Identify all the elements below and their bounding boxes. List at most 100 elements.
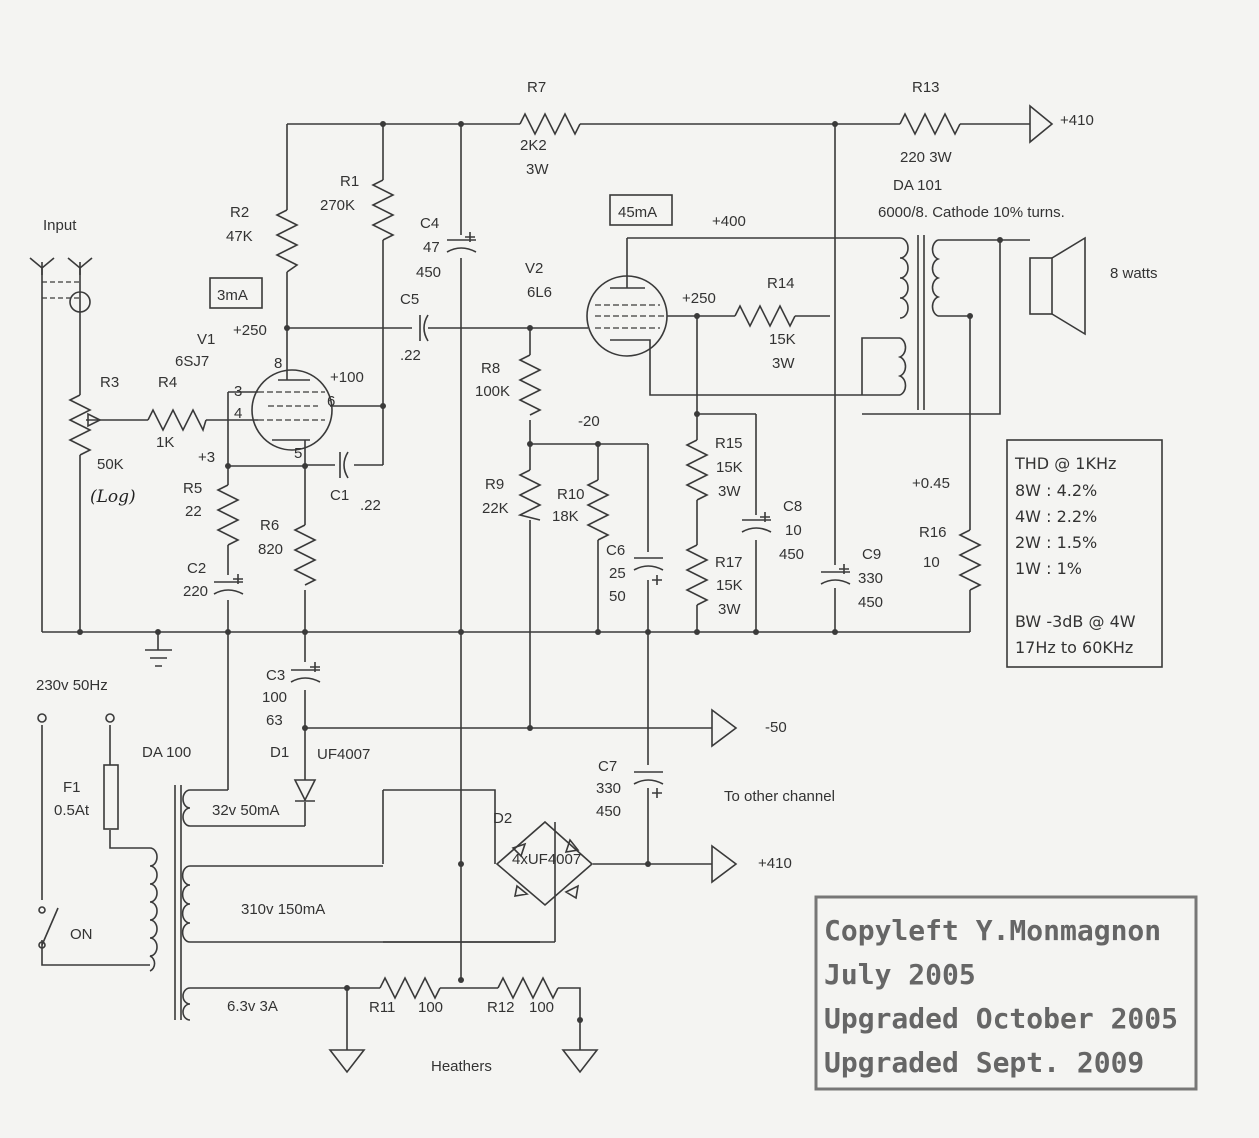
bw-title: BW -3dB @ 4W bbox=[1015, 612, 1136, 631]
c2-ref: C2 bbox=[187, 560, 206, 577]
output-transformer bbox=[897, 235, 941, 410]
c4-symbol bbox=[446, 232, 477, 253]
r14-symbol bbox=[734, 304, 796, 328]
v2-ref: V2 bbox=[525, 260, 543, 277]
input-jack-icon bbox=[29, 257, 93, 313]
r12-symbol bbox=[497, 976, 559, 1000]
r3-wiper-arrow bbox=[87, 412, 102, 428]
c8-voltage: 450 bbox=[779, 546, 804, 563]
c4-voltage: 450 bbox=[416, 264, 441, 281]
c6-ref: C6 bbox=[606, 542, 625, 559]
power-transformer bbox=[149, 785, 191, 1021]
pin-5: 5 bbox=[294, 445, 302, 462]
r16-value: 10 bbox=[923, 554, 940, 571]
r8-value: 100K bbox=[475, 383, 510, 400]
component-labels: R7 2K2 3W R13 220 3W DA 101 6000/8. Cath… bbox=[36, 79, 1158, 1075]
c3-ref: C3 bbox=[266, 667, 285, 684]
power-switch-icon bbox=[38, 906, 59, 949]
ground-symbols bbox=[145, 632, 599, 1074]
diode-d1 bbox=[293, 779, 317, 802]
c3-voltage: 63 bbox=[266, 712, 283, 729]
r3-ref: R3 bbox=[100, 374, 119, 391]
c3-value: 100 bbox=[262, 689, 287, 706]
speaker-icon bbox=[1029, 236, 1086, 336]
sec-310v-label: 310v 150mA bbox=[241, 901, 325, 918]
r11-symbol bbox=[379, 976, 441, 1000]
copyright-line-1: Copyleft Y.Monmagnon bbox=[824, 914, 1161, 947]
thd-row-1w: 1W : 1% bbox=[1015, 559, 1082, 578]
thd-row-2w: 2W : 1.5% bbox=[1015, 533, 1097, 552]
c3-symbol bbox=[290, 662, 321, 683]
f1-value: 0.5At bbox=[54, 802, 90, 819]
heaters-label: Heathers bbox=[431, 1058, 492, 1075]
r4-value: 1K bbox=[156, 434, 174, 451]
speaker-label: 8 watts bbox=[1110, 265, 1158, 282]
r2-ref: R2 bbox=[230, 204, 249, 221]
r8-symbol bbox=[518, 354, 542, 416]
copyright-line-4: Upgraded Sept. 2009 bbox=[824, 1046, 1144, 1079]
bridge-d2 bbox=[495, 820, 594, 907]
v1-ref: V1 bbox=[197, 331, 215, 348]
out-minus50: -50 bbox=[765, 719, 787, 736]
c7-value: 330 bbox=[596, 780, 621, 797]
c2-value: 220 bbox=[183, 583, 208, 600]
voltage-labels: +410 -50 +410 +250 +100 +3 +400 +250 -20… bbox=[198, 112, 1094, 872]
r5-ref: R5 bbox=[183, 480, 202, 497]
cathode-feedback-voltage: +0.45 bbox=[912, 475, 950, 492]
current-boxes bbox=[209, 194, 673, 309]
r13-symbol bbox=[899, 112, 961, 136]
r7-ref: R7 bbox=[527, 79, 546, 96]
c8-ref: C8 bbox=[783, 498, 802, 515]
r17-power: 3W bbox=[718, 601, 741, 618]
r17-ref: R17 bbox=[715, 554, 743, 571]
c1-symbol bbox=[339, 451, 349, 479]
input-label: Input bbox=[43, 217, 77, 234]
copyright-box bbox=[814, 895, 1198, 1091]
sec-63v-label: 6.3v 3A bbox=[227, 998, 278, 1015]
resistor-symbols bbox=[68, 112, 982, 1000]
da101-label: DA 101 bbox=[893, 177, 942, 194]
r14-ref: R14 bbox=[767, 275, 795, 292]
r15-symbol bbox=[685, 439, 709, 501]
c7-symbol bbox=[633, 771, 664, 798]
r10-value: 18K bbox=[552, 508, 579, 525]
wires bbox=[41, 123, 1030, 1050]
tube-v1 bbox=[251, 360, 333, 455]
da100-label: DA 100 bbox=[142, 744, 191, 761]
fuse-icon bbox=[37, 713, 119, 830]
v1-cathode-voltage: +3 bbox=[198, 449, 215, 466]
c5-ref: C5 bbox=[400, 291, 419, 308]
c9-ref: C9 bbox=[862, 546, 881, 563]
bias-voltage: -20 bbox=[578, 413, 600, 430]
copyright-line-2: July 2005 bbox=[824, 958, 976, 991]
r3-value: 50K bbox=[97, 456, 124, 473]
out-410-top: +410 bbox=[1060, 112, 1094, 129]
v1-plate-voltage: +250 bbox=[233, 322, 267, 339]
pin-labels: 3 4 8 6 5 bbox=[234, 355, 335, 462]
c1-value: .22 bbox=[360, 497, 381, 514]
c9-value: 330 bbox=[858, 570, 883, 587]
r9-value: 22K bbox=[482, 500, 509, 517]
r3-taper-note: (Log) bbox=[90, 487, 136, 507]
copyright-text: Copyleft Y.Monmagnon July 2005 Upgraded … bbox=[824, 914, 1178, 1079]
r13-ref: R13 bbox=[912, 79, 940, 96]
to-other-channel-label: To other channel bbox=[724, 788, 835, 805]
junction-dots bbox=[77, 121, 1003, 1023]
r10-symbol bbox=[586, 479, 610, 541]
r9-ref: R9 bbox=[485, 476, 504, 493]
v2-plate-voltage: +400 bbox=[712, 213, 746, 230]
d2-value: 4xUF4007 bbox=[512, 851, 581, 868]
r14-power: 3W bbox=[772, 355, 795, 372]
pin-8: 8 bbox=[274, 355, 282, 372]
r1-value: 270K bbox=[320, 197, 355, 214]
r8-ref: R8 bbox=[481, 360, 500, 377]
v2-screen-voltage: +250 bbox=[682, 290, 716, 307]
r7-power: 3W bbox=[526, 161, 549, 178]
r4-ref: R4 bbox=[158, 374, 177, 391]
r13-value: 220 3W bbox=[900, 149, 953, 166]
c1-ref: C1 bbox=[330, 487, 349, 504]
v1-current: 3mA bbox=[217, 287, 248, 304]
v1-screen-voltage: +100 bbox=[330, 369, 364, 386]
c8-symbol bbox=[741, 512, 772, 533]
